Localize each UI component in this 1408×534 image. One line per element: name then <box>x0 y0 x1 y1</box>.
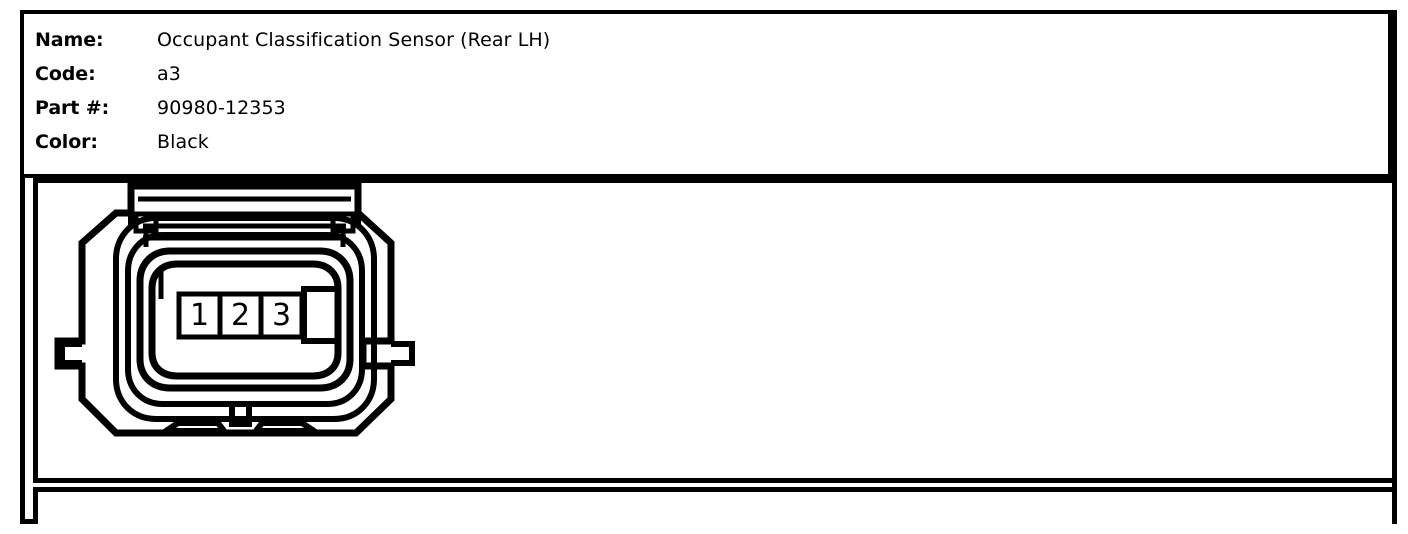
connector-cavity <box>148 260 342 380</box>
spec-label-color: Color: <box>35 131 98 153</box>
connector-shell-ring-2 <box>113 215 377 422</box>
connector-bottom-key <box>198 401 284 427</box>
spec-box: Name: Occupant Classification Sensor (Rea… <box>20 10 1392 178</box>
connector-shell-ring-3 <box>125 232 365 407</box>
connector-diagram-box: 1 2 3 <box>33 178 1397 483</box>
spec-value-part-number: 90980-12353 <box>157 97 286 119</box>
spec-row-list: Name: Occupant Classification Sensor (Rea… <box>35 23 550 159</box>
pin-box-3 <box>258 291 305 340</box>
connector-pin-cluster: 1 2 3 <box>176 291 305 340</box>
spec-row-color: Color: Black <box>35 125 550 159</box>
connector-diagram: 1 2 3 <box>54 183 415 437</box>
spec-value-name: Occupant Classification Sensor (Rear LH) <box>157 29 551 51</box>
connector-rib-bosses <box>133 211 356 247</box>
connector-top-ribs <box>138 196 351 241</box>
connector-right-latch-notch <box>391 341 415 366</box>
spec-row-part-number: Part #: 90980-12353 <box>35 91 550 125</box>
connector-outer-shell <box>54 183 395 437</box>
pin-label-2: 2 <box>231 298 250 333</box>
spec-label-code: Code: <box>35 63 96 85</box>
spec-value-color: Black <box>157 131 209 153</box>
spec-row-name: Name: Occupant Classification Sensor (Rea… <box>35 23 550 57</box>
pin-label-1: 1 <box>190 298 209 333</box>
connector-left-latch-notch <box>59 341 82 366</box>
spec-row-code: Code: a3 <box>35 57 550 91</box>
spec-label-part-number: Part #: <box>35 97 110 119</box>
connector-lock-tower <box>128 189 361 226</box>
connector-shell-ring-4 <box>136 247 354 392</box>
pin-label-3: 3 <box>272 298 291 333</box>
connector-keying-slot-right <box>301 286 337 344</box>
bottom-strip <box>33 487 1397 524</box>
spec-value-code: a3 <box>157 63 181 85</box>
connector-bottom-feet <box>156 420 324 434</box>
spec-label-name: Name: <box>35 29 104 51</box>
